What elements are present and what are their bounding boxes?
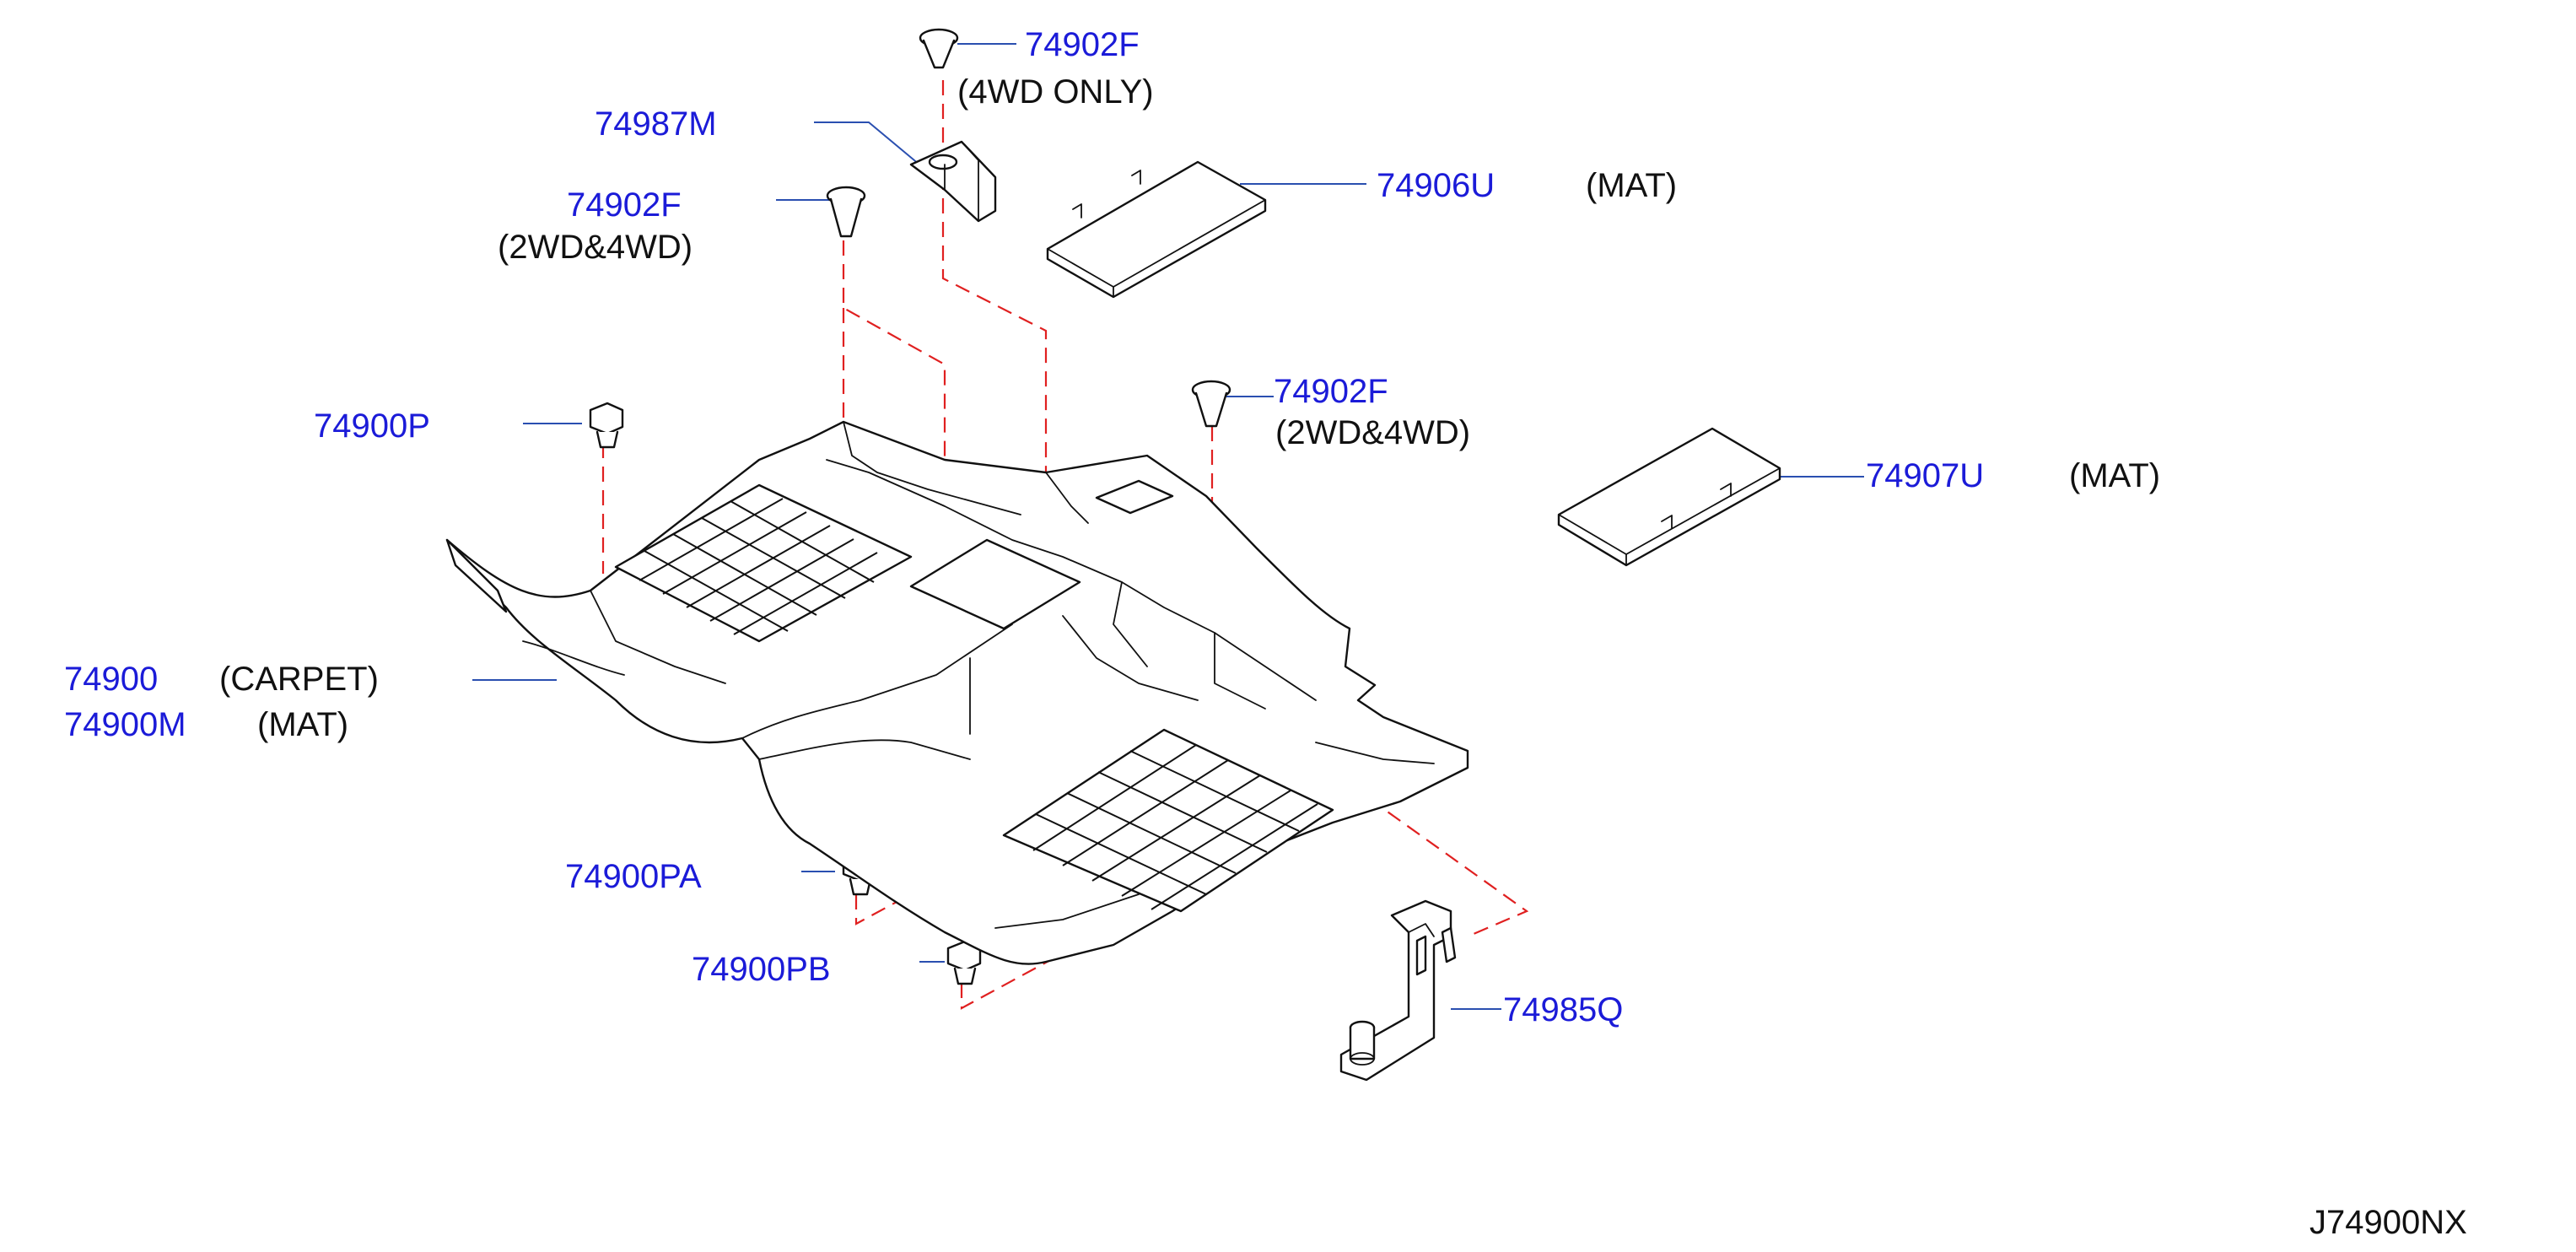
part-number-74900: 74900 [64,661,158,698]
clip-74900p-drawing [589,402,624,449]
clip-74902f-top-drawing [919,28,959,69]
part-number-74906u: 74906U [1377,167,1495,204]
part-number-74902f: 74902F [1274,373,1388,410]
mat-74907u-drawing [1557,427,1781,567]
part-number-74985q: 74985Q [1503,991,1623,1028]
callout-74900m[interactable]: 74900M (MAT) [64,706,348,743]
part-number-74907u: 74907U [1866,457,1984,494]
callout-74906u[interactable]: 74906U (MAT) [1377,167,1677,204]
diagram-reference-code: J74900NX [2309,1204,2467,1241]
clip-74902f-right-drawing [1191,380,1231,428]
callout-74985q[interactable]: 74985Q [1503,991,1623,1028]
callout-74902f-right[interactable]: 74902F (2WD&4WD) [1274,373,1470,451]
note-mat: (MAT) [1586,167,1677,204]
part-number-74900pa: 74900PA [565,858,702,895]
callout-74900pa[interactable]: 74900PA [565,858,702,895]
part-number-74902f: 74902F [567,186,682,224]
mat-74906u-drawing [1046,160,1267,299]
part-number-74900p: 74900P [314,407,430,445]
callout-74900pb[interactable]: 74900PB [692,951,831,988]
note-mat: (MAT) [2069,457,2160,494]
note-4wd-only: (4WD ONLY) [957,73,1154,111]
part-number-74987m: 74987M [595,105,717,143]
bracket-74987m-drawing [909,140,997,223]
part-number-74900m: 74900M [64,706,186,743]
callout-74902f-left[interactable]: 74902F (2WD&4WD) [498,186,693,266]
part-number-74900pb: 74900PB [692,951,831,988]
callout-74900p[interactable]: 74900P [314,407,430,445]
callout-74907u[interactable]: 74907U (MAT) [1866,457,2160,494]
callout-74987m[interactable]: 74987M [595,105,717,143]
part-number-74902f: 74902F [1025,26,1140,63]
note-2wd-4wd: (2WD&4WD) [1275,414,1470,451]
callout-74900-carpet[interactable]: 74900 (CARPET) [64,661,379,698]
clip-74902f-left-drawing [826,186,866,238]
note-mat: (MAT) [257,706,348,743]
callout-74902f-4wd[interactable]: 74902F (4WD ONLY) [957,26,1154,111]
leader-lines [472,43,1864,1010]
note-carpet: (CARPET) [219,661,379,698]
carpet-74900-drawing [445,420,1469,965]
bracket-74985q-drawing [1339,899,1457,1082]
note-2wd-4wd: (2WD&4WD) [498,229,693,266]
